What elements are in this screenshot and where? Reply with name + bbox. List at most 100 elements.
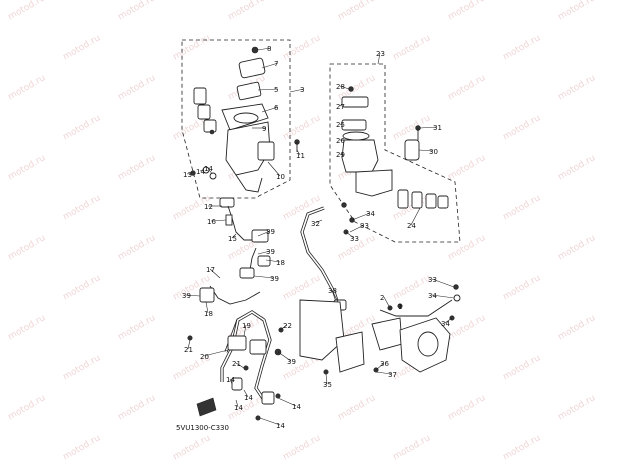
watermark-text: motod.ru: [282, 273, 323, 302]
leader-line: [419, 126, 438, 129]
watermark-text: motod.ru: [62, 353, 103, 382]
leader-line: [377, 52, 381, 65]
callout-number: 35: [323, 381, 332, 389]
leader-line: [418, 149, 434, 152]
callout-number: 39: [287, 358, 296, 366]
leader-line: [203, 349, 229, 357]
leader-line: [277, 351, 292, 362]
callout-number: 14: [196, 168, 205, 176]
callout-number: 11: [296, 152, 305, 160]
callout-number: 31: [433, 124, 442, 132]
watermark-text: motod.ru: [117, 313, 158, 342]
callout-number: 39: [270, 275, 279, 283]
front-brake-hoses: [187, 205, 284, 421]
leader-line: [210, 219, 227, 222]
watermark-text: motod.ru: [502, 33, 543, 62]
watermark-text: motod.ru: [502, 113, 543, 142]
callout-number: 39: [266, 248, 275, 256]
leader-line: [339, 103, 343, 107]
watermark-text: motod.ru: [117, 233, 158, 262]
watermark-text: motod.ru: [447, 233, 488, 262]
callout-number: 21: [184, 346, 193, 354]
callout-number: 25: [336, 121, 345, 129]
diagram-code: 5VU1300-C330: [176, 424, 229, 432]
watermark-text: motod.ru: [7, 73, 48, 102]
callout-number: 34: [366, 210, 375, 218]
callout-number: 10: [276, 173, 285, 181]
leader-line: [431, 294, 455, 299]
leader-line: [339, 85, 350, 90]
watermark-text: motod.ru: [117, 73, 158, 102]
watermark-text: motod.ru: [172, 433, 213, 462]
callout-number: 21: [232, 360, 241, 368]
callout-number: 20: [200, 353, 209, 361]
leader-line: [229, 378, 233, 385]
watermark-text: motod.ru: [117, 393, 158, 422]
watermark-text: motod.ru: [392, 33, 433, 62]
watermark-text: motod.ru: [557, 0, 598, 23]
watermark-text: motod.ru: [557, 153, 598, 182]
leader-line: [235, 362, 245, 369]
watermark-text: motod.ru: [7, 153, 48, 182]
watermark-text: motod.ru: [7, 393, 48, 422]
callout-number: 6: [274, 104, 279, 112]
callout-number: 18: [276, 259, 285, 267]
watermark-text: motod.ru: [62, 433, 103, 462]
watermark-text: motod.ru: [7, 0, 48, 23]
watermark-text: motod.ru: [282, 33, 323, 62]
watermark-text: motod.ru: [117, 153, 158, 182]
leader-line: [349, 224, 365, 233]
watermark-text: motod.ru: [337, 393, 378, 422]
leader-line: [265, 259, 281, 263]
watermark-text: motod.ru: [282, 113, 323, 142]
watermark-text: motod.ru: [7, 313, 48, 342]
callout-number: 26: [336, 137, 345, 145]
leader-line: [209, 268, 221, 279]
leader-line: [235, 399, 239, 408]
watermark-text: motod.ru: [502, 273, 543, 302]
leader-line: [431, 278, 455, 288]
watermark-text: motod.ru: [117, 0, 158, 23]
rear-master-cylinder: [341, 86, 449, 235]
leader-line: [257, 250, 271, 255]
leader-line: [383, 296, 391, 309]
watermark-text: motod.ru: [557, 73, 598, 102]
watermark-text: motod.ru: [62, 33, 103, 62]
callout-number: 34: [441, 320, 450, 328]
leader-line: [207, 167, 213, 175]
watermark-text: motod.ru: [447, 73, 488, 102]
leader-line: [267, 161, 281, 177]
leader-line: [257, 88, 279, 91]
callout-number: 18: [204, 310, 213, 318]
watermark-text: motod.ru: [172, 33, 213, 62]
watermark-text: motod.ru: [502, 433, 543, 462]
leader-line: [289, 88, 305, 93]
callout-number: 13: [183, 171, 192, 179]
callout-number: 29: [336, 151, 345, 159]
leader-line: [199, 169, 205, 172]
leader-line: [243, 389, 249, 398]
callout-number: 36: [380, 360, 389, 368]
callout-number: 16: [207, 218, 216, 226]
callout-number: 24: [407, 222, 416, 230]
leader-line: [339, 123, 343, 126]
watermark-text: motod.ru: [557, 393, 598, 422]
watermark-text: motod.ru: [282, 433, 323, 462]
leader-line: [296, 149, 301, 156]
leader-line: [444, 317, 453, 324]
leader-line: [279, 324, 288, 331]
callout-number: 33: [350, 235, 359, 243]
callout-number: 39: [266, 228, 275, 236]
watermark-text: motod.ru: [337, 0, 378, 23]
callout-number: 5: [274, 86, 278, 94]
callout-number: 19: [242, 322, 251, 330]
watermark-text: motod.ru: [282, 193, 323, 222]
callout-number: 17: [206, 266, 215, 274]
watermark-text: motod.ru: [557, 313, 598, 342]
watermark-text: motod.ru: [502, 193, 543, 222]
watermark-text: motod.ru: [392, 113, 433, 142]
leader-line: [256, 47, 272, 51]
leader-line: [325, 373, 328, 385]
